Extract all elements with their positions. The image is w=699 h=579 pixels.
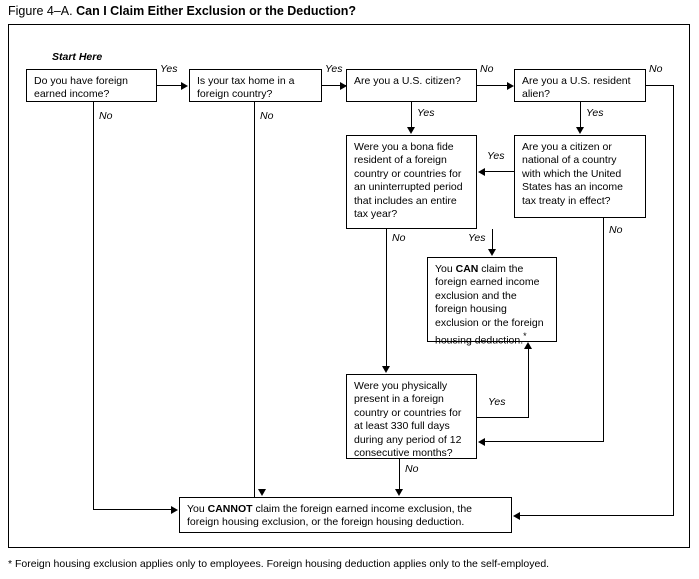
can-claim-text-post: claim the foreign earned income exclusio… — [435, 263, 544, 347]
node-can-claim[interactable]: You CAN claim the foreign earned income … — [427, 257, 557, 347]
figure-number: Figure 4–A. — [8, 4, 73, 18]
arrowhead-to-bona-fide-side — [478, 168, 485, 176]
arrowhead-to-resident-alien — [507, 82, 514, 90]
edge-us-citizen-yes — [411, 102, 412, 128]
edge-label-yes-treaty: Yes — [486, 150, 506, 162]
edge-label-no-physical: No — [404, 463, 420, 475]
edge-bona-fide-yes — [492, 229, 493, 250]
edge-label-yes-resident-alien: Yes — [585, 107, 605, 119]
edge-tax-home-yes — [322, 85, 347, 86]
cannot-claim-text-post: claim the foreign earned income exclusio… — [187, 503, 473, 529]
edge-treaty-yes — [485, 171, 515, 172]
edge-label-no-bona-fide: No — [391, 232, 407, 244]
node-physical-presence[interactable]: Were you physically present in a foreign… — [346, 374, 477, 459]
edge-physical-yes-h — [477, 417, 529, 418]
edge-physical-yes-v — [528, 349, 529, 417]
node-tax-home[interactable]: Is your tax home in a foreign country? — [189, 69, 322, 102]
arrowhead-cannot-top-right — [395, 489, 403, 496]
arrowhead-can-claim-bottom — [524, 342, 532, 349]
edge-tax-home-no — [254, 102, 255, 509]
node-resident-alien[interactable]: Are you a U.S. resident alien? — [514, 69, 646, 102]
edge-label-no-tax-home: No — [259, 110, 275, 122]
edge-label-yes-bona-fide: Yes — [467, 232, 487, 244]
start-here-label: Start Here — [52, 51, 103, 63]
edge-foreign-income-no — [93, 102, 94, 509]
arrowhead-to-tax-home — [181, 82, 188, 90]
edge-label-no-resident-alien: No — [648, 63, 664, 75]
edge-resident-alien-no-h1 — [646, 85, 673, 86]
node-us-citizen[interactable]: Are you a U.S. citizen? — [346, 69, 477, 102]
can-claim-emphasis: CAN — [455, 263, 479, 275]
figure-title: Figure 4–A. Can I Claim Either Exclusion… — [8, 3, 688, 19]
edge-label-no-treaty: No — [608, 224, 624, 236]
node-bona-fide-residence[interactable]: Were you a bona fide resident of a forei… — [346, 135, 477, 229]
arrowhead-to-us-citizen — [340, 82, 347, 90]
edge-physical-no — [399, 459, 400, 490]
edge-treaty-no-v — [603, 218, 604, 441]
edge-label-yes-tax-home: Yes — [324, 63, 344, 75]
edge-resident-alien-no-h2 — [520, 515, 674, 516]
node-foreign-income[interactable]: Do you have foreign earned income? — [26, 69, 157, 102]
arrowhead-cannot-left-1 — [171, 506, 178, 514]
arrowhead-cannot-top-left — [258, 489, 266, 496]
edge-label-yes-physical: Yes — [487, 396, 507, 408]
arrowhead-to-physical-presence-side — [478, 438, 485, 446]
cannot-claim-text-pre: You — [187, 503, 208, 515]
edge-treaty-no-h — [485, 441, 604, 442]
node-tax-treaty[interactable]: Are you a citizen or national of a count… — [514, 135, 646, 218]
arrowhead-cannot-right — [513, 512, 520, 520]
figure-name: Can I Claim Either Exclusion or the Dedu… — [76, 4, 357, 18]
edge-us-citizen-no — [477, 85, 508, 86]
edge-label-no-us-citizen: No — [479, 63, 495, 75]
arrowhead-to-treaty — [576, 127, 584, 134]
edge-label-yes-us-citizen: Yes — [416, 107, 436, 119]
arrowhead-to-bona-fide — [407, 127, 415, 134]
footnote-marker: * — [523, 331, 527, 342]
edge-foreign-income-yes — [157, 85, 182, 86]
can-claim-text-pre: You — [435, 263, 456, 275]
footnote-text: * Foreign housing exclusion applies only… — [8, 558, 550, 570]
edge-label-no-foreign-income: No — [98, 110, 114, 122]
edge-label-yes-foreign-income: Yes — [159, 63, 179, 75]
flowchart-frame: Start Here Do you have foreign earned in… — [8, 24, 690, 548]
arrowhead-to-physical-presence — [382, 366, 390, 373]
edge-foreign-income-no-h — [93, 509, 172, 510]
edge-bona-fide-no — [386, 229, 387, 367]
node-cannot-claim[interactable]: You CANNOT claim the foreign earned inco… — [179, 497, 512, 533]
cannot-claim-emphasis: CANNOT — [207, 503, 253, 515]
arrowhead-to-can-claim — [488, 249, 496, 256]
edge-resident-alien-no-v — [673, 85, 674, 515]
edge-resident-alien-yes — [580, 102, 581, 128]
